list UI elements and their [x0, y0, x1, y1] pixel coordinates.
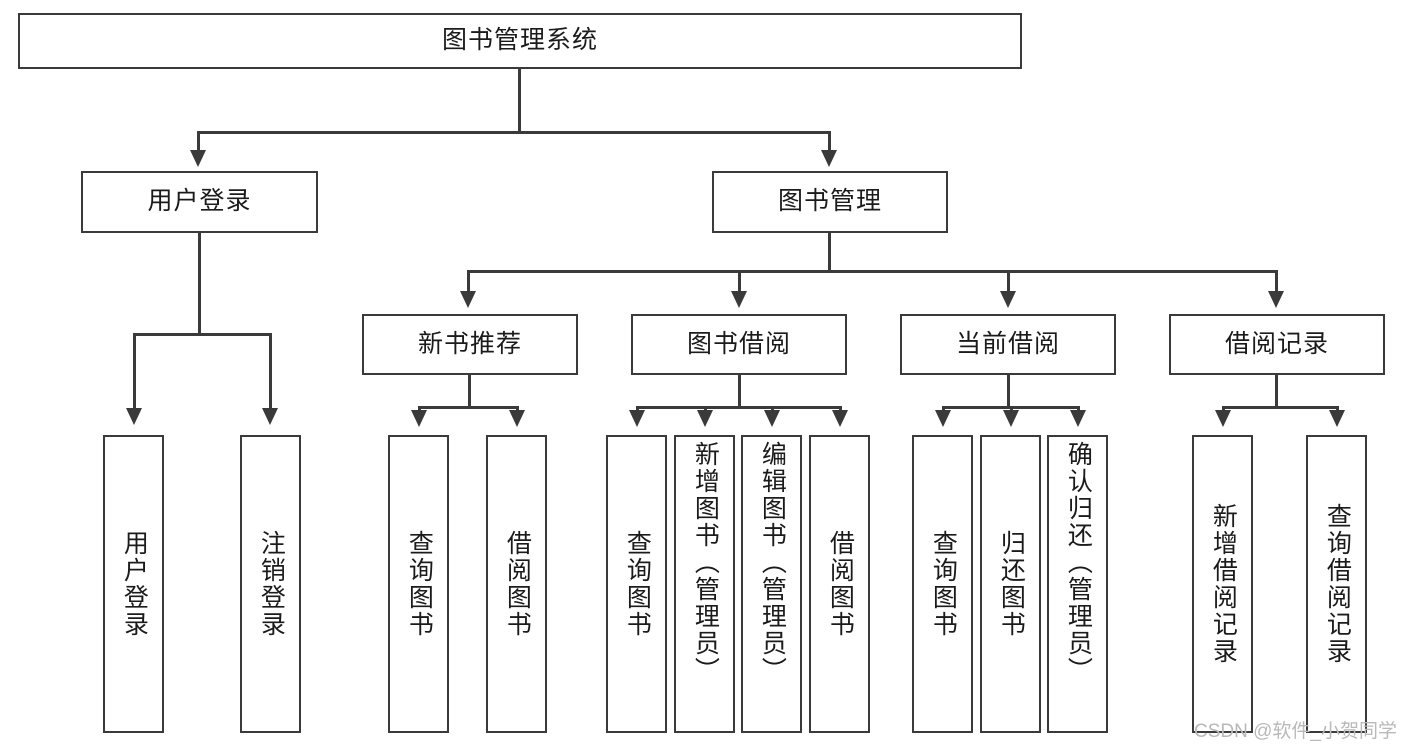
leaf-logout[interactable]: 注销登录 — [240, 435, 301, 733]
node-label: 用户登录 — [120, 530, 149, 638]
leaf-cb-confirm-return[interactable]: 确认归还（管理员） — [1047, 435, 1108, 733]
node-label: 查询图书 — [405, 530, 434, 638]
node-label: 借阅图书 — [503, 530, 532, 638]
leaf-user-login[interactable]: 用户登录 — [103, 435, 164, 733]
connector-nbr-bus — [418, 406, 518, 409]
arrowhead-current-borrow — [1000, 291, 1016, 308]
node-label: 确认归还（管理员） — [1064, 441, 1093, 684]
node-label: 编辑图书（管理员） — [758, 441, 787, 684]
leaf-br-query-record[interactable]: 查询借阅记录 — [1306, 435, 1367, 733]
node-label: 注销登录 — [257, 530, 286, 638]
connector-root-stem — [518, 69, 521, 131]
node-label: 当前借阅 — [955, 329, 1060, 358]
arrowhead-cb-confirm-return — [1070, 410, 1086, 427]
node-label: 新增借阅记录 — [1209, 503, 1238, 665]
arrowhead-bb-add-book — [697, 410, 713, 427]
node-label: 图书管理 — [777, 187, 882, 216]
arrowhead-leaf-logout — [262, 408, 278, 425]
node-label: 新增图书（管理员） — [691, 441, 720, 684]
connector-cb-stem — [1007, 375, 1010, 408]
arrowhead-br-add-record — [1215, 410, 1231, 427]
connector-bm-to-borrow-record — [1275, 270, 1278, 295]
node-label: 图书管理系统 — [441, 26, 598, 55]
connector-nbr-stem — [468, 375, 471, 408]
node-label: 图书借阅 — [686, 329, 791, 358]
connector-root-to-user-login — [197, 131, 200, 155]
leaf-bb-borrow-book[interactable]: 借阅图书 — [809, 435, 870, 733]
leaf-br-add-record[interactable]: 新增借阅记录 — [1192, 435, 1253, 733]
arrowhead-cb-return-book — [1003, 410, 1019, 427]
connector-bb-bus — [636, 406, 839, 409]
leaf-bb-query-book[interactable]: 查询图书 — [606, 435, 667, 733]
connector-bm-to-new-book-rec — [467, 270, 470, 295]
connector-book-manage-bus — [467, 270, 1278, 273]
arrowhead-borrow-record — [1268, 291, 1284, 308]
node-root-system[interactable]: 图书管理系统 — [18, 13, 1022, 69]
node-new-book-recommend[interactable]: 新书推荐 — [362, 314, 578, 375]
arrowhead-nbr-borrow-book — [509, 410, 525, 427]
arrowhead-cb-query-book — [935, 410, 951, 427]
connector-bm-to-book-borrow — [738, 270, 741, 295]
node-borrow-record[interactable]: 借阅记录 — [1169, 314, 1385, 375]
connector-br-bus — [1222, 406, 1338, 409]
node-current-borrow[interactable]: 当前借阅 — [900, 314, 1116, 375]
arrowhead-user-login — [190, 150, 206, 167]
node-label: 查询借阅记录 — [1323, 503, 1352, 665]
connector-user-login-stem — [198, 233, 201, 335]
leaf-cb-query-book[interactable]: 查询图书 — [912, 435, 973, 733]
connector-book-manage-stem — [828, 233, 831, 272]
connector-user-login-to-leaf-logout — [269, 333, 272, 412]
connector-user-login-bus — [133, 333, 272, 336]
node-label: 查询图书 — [929, 530, 958, 638]
connector-root-to-book-manage — [828, 131, 831, 155]
node-book-borrow[interactable]: 图书借阅 — [631, 314, 847, 375]
arrowhead-book-manage — [821, 150, 837, 167]
node-user-login[interactable]: 用户登录 — [81, 171, 318, 233]
watermark-text: CSDN @软件_小贺同学 — [1194, 721, 1397, 742]
node-book-manage[interactable]: 图书管理 — [712, 171, 948, 233]
arrowhead-book-borrow — [731, 291, 747, 308]
leaf-cb-return-book[interactable]: 归还图书 — [980, 435, 1041, 733]
leaf-bb-add-book[interactable]: 新增图书（管理员） — [674, 435, 735, 733]
leaf-rec-borrow-book[interactable]: 借阅图书 — [486, 435, 547, 733]
node-label: 用户登录 — [147, 187, 252, 216]
leaf-rec-query-book[interactable]: 查询图书 — [388, 435, 449, 733]
connector-br-stem — [1275, 375, 1278, 408]
connector-user-login-to-leaf-login — [133, 333, 136, 412]
arrowhead-bb-borrow-book — [832, 410, 848, 427]
arrowhead-nbr-query-book — [411, 410, 427, 427]
node-label: 查询图书 — [623, 530, 652, 638]
arrowhead-leaf-user-login — [126, 408, 142, 425]
arrowhead-new-book-rec — [460, 291, 476, 308]
node-label: 新书推荐 — [417, 329, 522, 358]
connector-bb-stem — [738, 375, 741, 408]
node-label: 借阅图书 — [826, 530, 855, 638]
leaf-bb-edit-book[interactable]: 编辑图书（管理员） — [741, 435, 802, 733]
node-label: 归还图书 — [997, 530, 1026, 638]
node-label: 借阅记录 — [1224, 329, 1329, 358]
connector-root-bus — [197, 131, 831, 134]
arrowhead-bb-query-book — [629, 410, 645, 427]
connector-bm-to-current-borrow — [1007, 270, 1010, 295]
arrowhead-br-query-record — [1329, 410, 1345, 427]
arrowhead-bb-edit-book — [764, 410, 780, 427]
